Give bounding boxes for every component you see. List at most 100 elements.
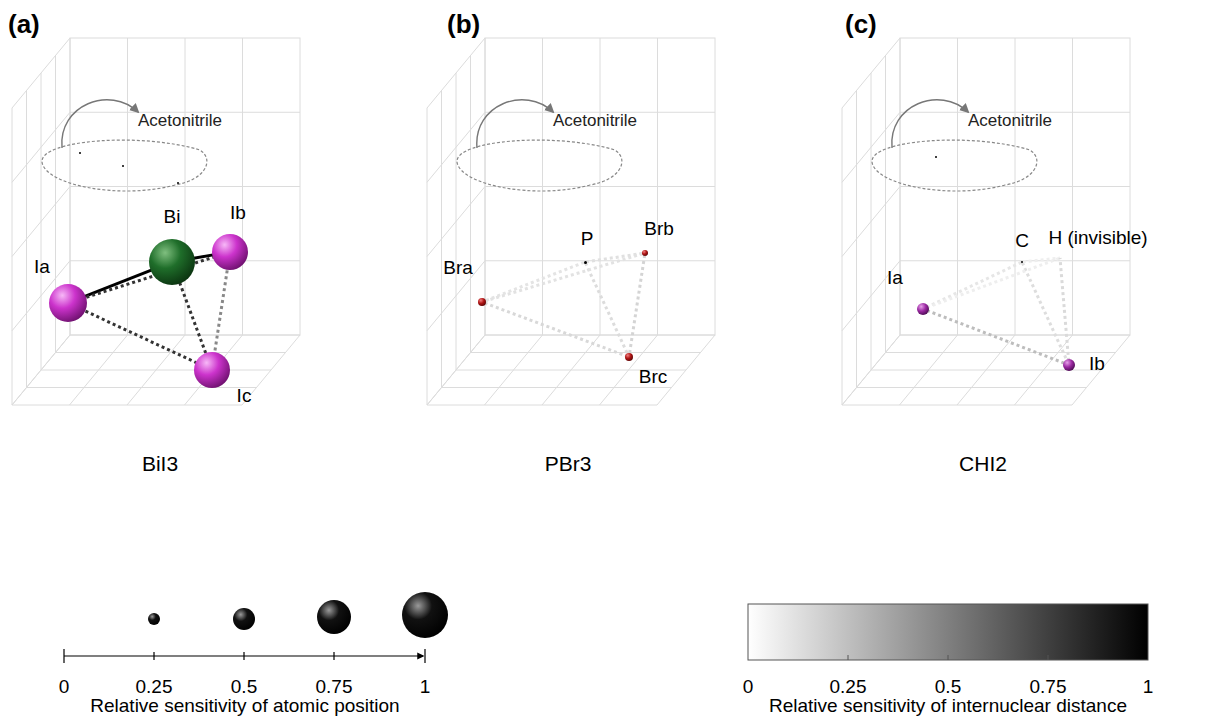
rotation-arrow: [477, 100, 553, 148]
atom-label: Bra: [443, 258, 473, 278]
molecule-name: PBr3: [545, 453, 592, 474]
distance-line: [1022, 263, 1067, 362]
distance-line: [485, 262, 584, 301]
atom-sphere: [1063, 359, 1075, 371]
size-sample: [402, 592, 448, 638]
solvent-loop: [872, 140, 1037, 191]
scale-ticks: [64, 649, 425, 663]
atom: H (invisible): [1059, 257, 1061, 259]
tick-label: 0: [743, 677, 754, 696]
atom-sphere: [478, 298, 486, 306]
size-sample: [148, 613, 160, 625]
atom-label: C: [1015, 231, 1029, 251]
atom-label: Brc: [639, 367, 668, 387]
atom: Brb: [642, 250, 648, 256]
distance-line: [927, 258, 1060, 308]
axes-box: [12, 38, 300, 405]
atom-label: Ib: [230, 203, 246, 223]
atom-label: Ib: [1089, 354, 1105, 374]
atom-sphere: [1021, 261, 1023, 263]
solvent-name: Acetonitrile: [553, 112, 637, 129]
atom: C: [1021, 261, 1023, 263]
atom-label: H (invisible): [1043, 228, 1153, 248]
distance-line: [629, 255, 644, 354]
legend-art: [64, 592, 1148, 663]
atom-sphere: [917, 303, 929, 315]
atom: Ic: [194, 352, 230, 388]
atom-sphere: [478, 298, 486, 306]
atom-sphere: [194, 352, 230, 388]
atom: Ib: [212, 234, 248, 270]
atom-sphere: [149, 239, 195, 285]
distance-line: [178, 277, 208, 358]
atom-sphere: [917, 303, 929, 315]
tick-label: 0.5: [231, 677, 257, 696]
tick-label: 0.5: [935, 677, 961, 696]
molecule-name: BiI3: [142, 453, 178, 474]
molecule-name: CHI2: [959, 453, 1007, 474]
tick-label: 0.25: [830, 677, 867, 696]
atom-sphere: [1021, 261, 1023, 263]
size-sample: [233, 608, 255, 630]
atom: Ia: [49, 284, 87, 322]
colorbar: [748, 604, 1148, 660]
rotation-arrow: [892, 100, 968, 148]
size-sample: [317, 600, 351, 634]
tick-label: 1: [1143, 677, 1154, 696]
solvent-loop: [457, 140, 622, 191]
atom-sphere: [625, 353, 633, 361]
solvent-name: Acetonitrile: [138, 112, 222, 129]
solvent-atom: [79, 152, 81, 154]
axis-title: Relative sensitivity of atomic position: [90, 696, 399, 715]
tick-label: 0.75: [1030, 677, 1067, 696]
atom-sphere: [49, 284, 87, 322]
distance-line: [1060, 258, 1069, 361]
tick-label: 0: [59, 677, 70, 696]
atom-sphere: [212, 234, 248, 270]
atom: Brc: [625, 353, 633, 361]
atom-sphere: [49, 284, 87, 322]
axes-box: [842, 38, 1130, 405]
solvent-loop: [42, 100, 1037, 191]
atom-sphere: [1063, 359, 1075, 371]
solvent-atom: [935, 156, 937, 158]
atom-label: Brb: [644, 219, 674, 239]
distance-line: [214, 264, 228, 357]
distance-line: [585, 263, 627, 355]
solvent-atom: [122, 165, 124, 167]
panel-letter: (a): [8, 11, 40, 37]
atom-label: Ic: [237, 386, 252, 406]
distance-line: [485, 254, 643, 302]
atom-label: Ia: [34, 257, 50, 277]
distance-line: [485, 303, 627, 356]
atom-label: P: [581, 229, 594, 249]
axis-title: Relative sensitivity of internuclear dis…: [769, 696, 1127, 715]
colorbar-ticks: [848, 655, 1048, 660]
distance-line: [586, 253, 643, 262]
distance-line: [927, 262, 1022, 307]
atom: Bra: [478, 298, 486, 306]
atom: P: [584, 261, 587, 264]
atom-sphere: [584, 261, 587, 264]
tick-label: 0.75: [316, 677, 353, 696]
panel-letter: (b): [447, 11, 480, 37]
rotation-arrow: [62, 100, 138, 148]
atom-sphere: [642, 250, 648, 256]
distance-line: [80, 309, 201, 365]
atom-sphere: [212, 234, 248, 270]
solvent-atom: [177, 182, 179, 184]
distance-line: [927, 311, 1065, 364]
atom: Ib: [1063, 359, 1075, 371]
atom: Ia: [917, 303, 929, 315]
panel-letter: (c): [845, 11, 877, 37]
atom-label: Bi: [164, 207, 181, 227]
axes-box: [427, 38, 715, 405]
solvent-loop: [42, 140, 207, 191]
tick-label: 0.25: [136, 677, 173, 696]
axes-box: [12, 38, 1130, 405]
atom-label: Ia: [887, 268, 903, 288]
atom-sphere: [584, 261, 587, 264]
distance-line: [1023, 258, 1060, 262]
